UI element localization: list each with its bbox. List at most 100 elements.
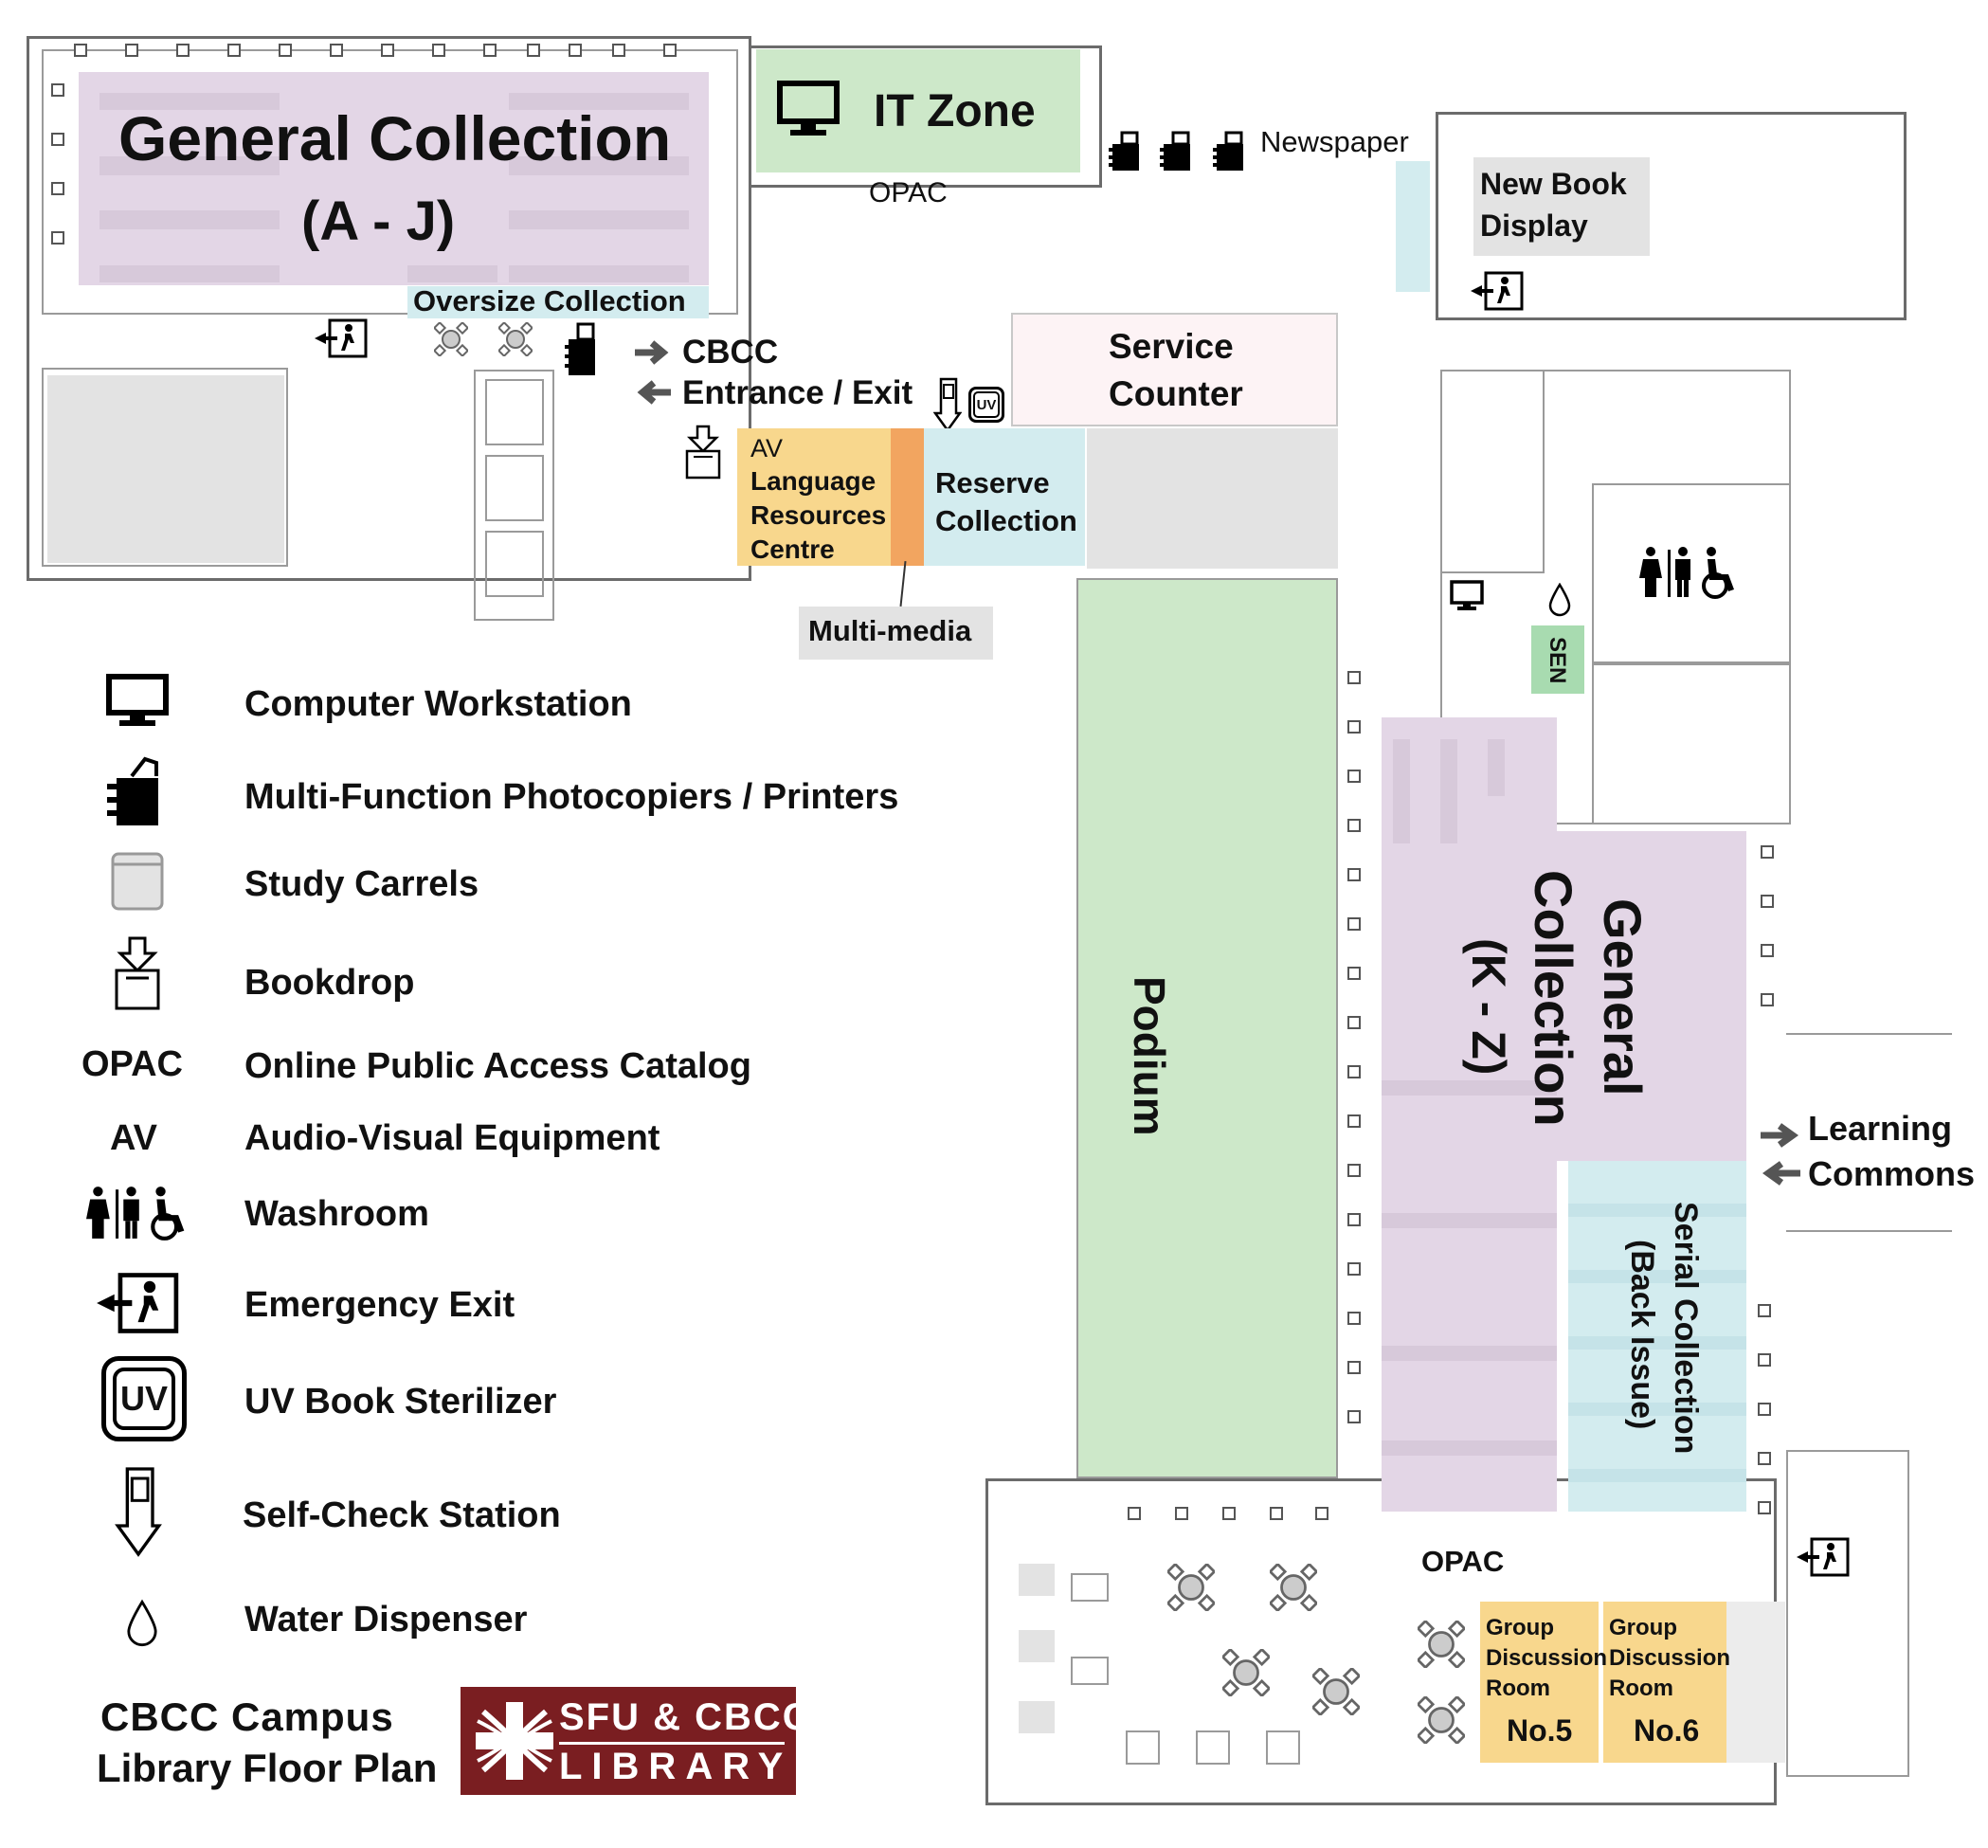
learning-commons-line2: Commons xyxy=(1808,1154,1976,1193)
window xyxy=(432,44,445,57)
wall-east-room-a xyxy=(1592,483,1791,663)
window xyxy=(51,231,64,245)
window xyxy=(1347,720,1361,734)
shelf xyxy=(509,210,689,229)
wall-stair xyxy=(474,370,554,621)
study-carrel xyxy=(1019,1630,1055,1662)
group-room-6-number: No.6 xyxy=(1634,1713,1700,1748)
newspaper-label: Newspaper xyxy=(1260,125,1409,158)
service-counter-zone xyxy=(1011,313,1338,426)
legend-label-opac: Online Public Access Catalog xyxy=(244,1046,751,1086)
multimedia-leader-line xyxy=(899,561,907,607)
water-dispenser-icon xyxy=(1548,582,1571,622)
computer-icon xyxy=(1450,580,1484,617)
window xyxy=(1347,1213,1361,1226)
window xyxy=(74,44,87,57)
newspaper-shelf xyxy=(1396,161,1430,292)
legend-label-water: Water Dispenser xyxy=(244,1600,528,1640)
computer-icon xyxy=(777,81,840,144)
logo-line2: LIBRARY xyxy=(559,1746,793,1787)
shelf xyxy=(1568,1403,1746,1416)
wall-lc-corridor xyxy=(1786,1033,1952,1232)
window xyxy=(51,83,64,97)
language-centre-line2: Resources xyxy=(750,500,887,530)
washroom-icon xyxy=(1639,546,1753,604)
window xyxy=(51,182,64,195)
study-carrel xyxy=(1019,1564,1055,1596)
legend-label-bookdrop: Bookdrop xyxy=(244,963,415,1003)
rect-table xyxy=(1126,1730,1160,1765)
wall-east-block xyxy=(1436,112,1907,320)
legend: Computer Workstation Multi-Function Phot… xyxy=(0,654,985,1557)
emergency-exit-icon xyxy=(1469,271,1524,316)
window xyxy=(1270,1507,1283,1520)
podium-label: Podium xyxy=(1125,976,1174,1136)
legend-label-printer: Multi-Function Photocopiers / Printers xyxy=(244,777,899,817)
new-book-display-line2: Display xyxy=(1480,208,1588,243)
legend-label-emergency-exit: Emergency Exit xyxy=(244,1285,515,1325)
service-counter-line2: Counter xyxy=(1109,374,1243,413)
language-centre-line3: Centre xyxy=(750,534,835,564)
wall-east-room-b xyxy=(1592,663,1791,824)
wall-southeast-room xyxy=(1786,1450,1909,1777)
shelf xyxy=(1382,1440,1557,1456)
reserve-collection-line1: Reserve xyxy=(935,466,1050,499)
uv-sterilizer-icon: UV xyxy=(100,1355,188,1442)
shelf xyxy=(1568,1204,1746,1217)
window xyxy=(1315,1507,1328,1520)
shelf xyxy=(1568,1336,1746,1350)
group-room-grey xyxy=(1726,1602,1785,1763)
window xyxy=(1758,1452,1771,1465)
wall-north-corridor xyxy=(751,45,1102,188)
self-check-icon xyxy=(110,1459,167,1564)
group-room-5-zone xyxy=(1480,1602,1599,1763)
group-room-6-line2: Discussion xyxy=(1609,1645,1731,1671)
wall-north-west xyxy=(27,36,751,581)
general-collection-kz-range: (K - Z) xyxy=(1462,938,1515,1076)
shelf xyxy=(99,156,280,175)
general-collection-aj-range: (A - J) xyxy=(301,190,456,252)
logo-line1: SFU & CBCC xyxy=(559,1696,812,1738)
general-collection-kz-zone-right xyxy=(1557,831,1746,1161)
general-collection-kz-title1: General xyxy=(1593,898,1653,1096)
study-table-icon xyxy=(1310,1666,1362,1720)
window xyxy=(1347,671,1361,684)
language-centre-zone xyxy=(737,428,891,566)
emergency-exit-icon xyxy=(91,1270,182,1336)
uv-sterilizer-icon: UV xyxy=(968,387,1004,423)
general-collection-aj-title: General Collection xyxy=(118,103,672,173)
study-table-icon xyxy=(1166,1562,1217,1616)
entrance-line2: Entrance / Exit xyxy=(682,374,913,411)
group-room-6-zone xyxy=(1603,1602,1726,1763)
shelf xyxy=(509,265,689,282)
bookdrop-icon xyxy=(106,933,169,1014)
window xyxy=(1347,967,1361,980)
window xyxy=(1347,1164,1361,1177)
shelf xyxy=(509,93,689,110)
podium-zone xyxy=(1076,578,1338,1478)
west-grey-room xyxy=(47,375,284,563)
shelf xyxy=(99,93,280,110)
serial-collection-line1: Serial Collection xyxy=(1668,1202,1704,1455)
shelf xyxy=(1568,1270,1746,1283)
legend-label-uv: UV Book Sterilizer xyxy=(244,1382,557,1422)
cross-logo-icon xyxy=(470,1696,559,1785)
window xyxy=(1347,1312,1361,1325)
window xyxy=(1758,1304,1771,1317)
multimedia-label-bg xyxy=(799,607,993,660)
shelf xyxy=(1440,739,1457,843)
window xyxy=(1758,1501,1771,1514)
entrance-line1: CBCC xyxy=(682,334,779,371)
sen-label: SEN xyxy=(1545,637,1570,684)
window xyxy=(1347,1065,1361,1078)
library-logo: SFU & CBCC LIBRARY xyxy=(461,1687,810,1795)
wall-stair-cells xyxy=(485,379,544,445)
legend-code-uv: UV xyxy=(113,1368,175,1430)
it-zone xyxy=(756,49,1080,172)
shelf xyxy=(1382,1080,1557,1096)
shelf xyxy=(1382,1213,1557,1228)
window xyxy=(330,44,343,57)
shelf xyxy=(407,265,497,282)
window xyxy=(1347,1361,1361,1374)
